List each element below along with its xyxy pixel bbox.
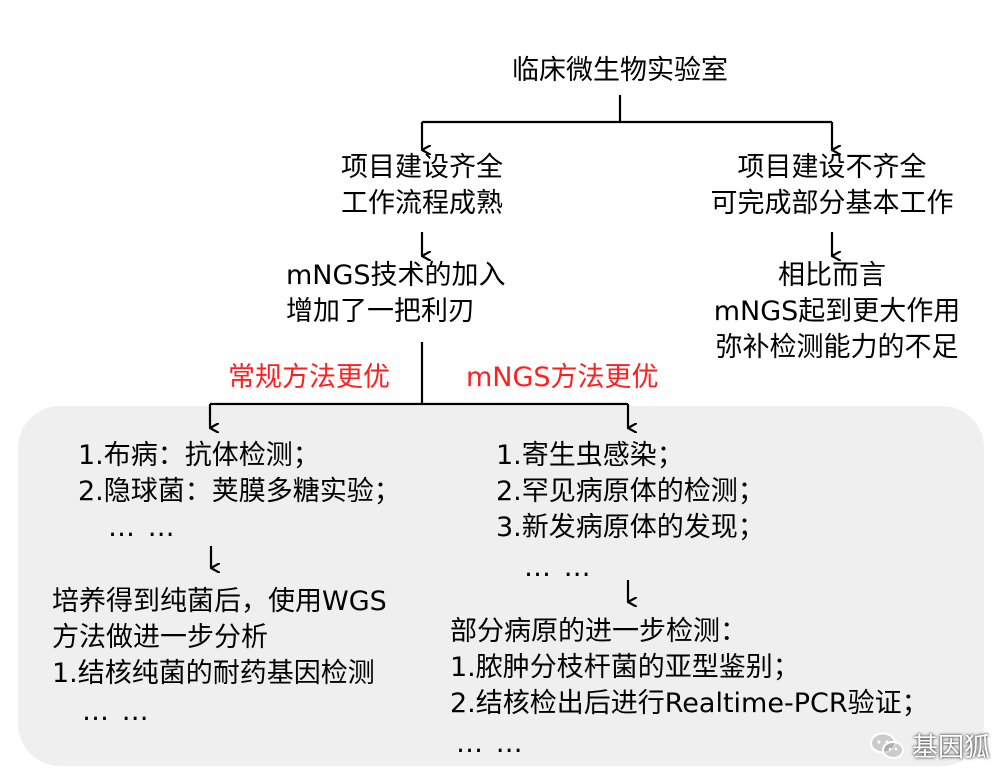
wechat-icon (869, 732, 904, 759)
further-line-3: 2.结核检出后进行Realtime-PCR验证； (450, 688, 929, 719)
label-mngs-better: mNGS方法更优 (466, 362, 659, 393)
left-status-line-2: 工作流程成熟 (341, 188, 503, 219)
further-line-2: 1.脓肿分枝杆菌的亚型鉴别； (450, 652, 800, 683)
root-title: 临床微生物实验室 (512, 55, 728, 86)
watermark-text: 基因狐 (911, 733, 990, 763)
right-mngs-line-1: 相比而言 (778, 260, 886, 291)
left-status-line-1: 项目建设齐全 (341, 152, 503, 183)
wgs-line-1: 培养得到纯菌后，使用WGS (52, 586, 387, 617)
right-mngs-line-2: mNGS起到更大作用 (713, 296, 961, 327)
watermark: 基因狐 (868, 727, 990, 764)
right-status-line-1: 项目建设不齐全 (737, 152, 927, 183)
mngs-item-1: 1.寄生虫感染； (496, 440, 684, 471)
left-mngs-line-1: mNGS技术的加入 (286, 260, 506, 291)
conventional-item-2: 2.隐球菌：荚膜多糖实验； (78, 476, 401, 507)
left-mngs-line-2: 增加了一把利刃 (286, 296, 475, 327)
wgs-line-3: 1.结核纯菌的耐药基因检测 (52, 658, 375, 689)
label-conventional-better: 常规方法更优 (228, 362, 390, 393)
mngs-ellipsis: … … (524, 552, 593, 583)
mngs-item-2: 2.罕见病原体的检测； (496, 476, 765, 507)
conventional-ellipsis: … … (108, 512, 177, 543)
right-mngs-line-3: 弥补检测能力的不足 (715, 332, 959, 363)
mngs-item-3: 3.新发病原体的发现； (496, 512, 765, 543)
conventional-ellipsis-2: … … (82, 696, 151, 727)
bottom-panel (18, 406, 984, 766)
right-status-line-2: 可完成部分基本工作 (710, 188, 954, 219)
mngs-ellipsis-2: … … (456, 728, 525, 759)
conventional-item-1: 1.布病：抗体检测； (78, 440, 320, 471)
wgs-line-2: 方法做进一步分析 (52, 622, 268, 653)
further-line-1: 部分病原的进一步检测： (450, 616, 747, 647)
